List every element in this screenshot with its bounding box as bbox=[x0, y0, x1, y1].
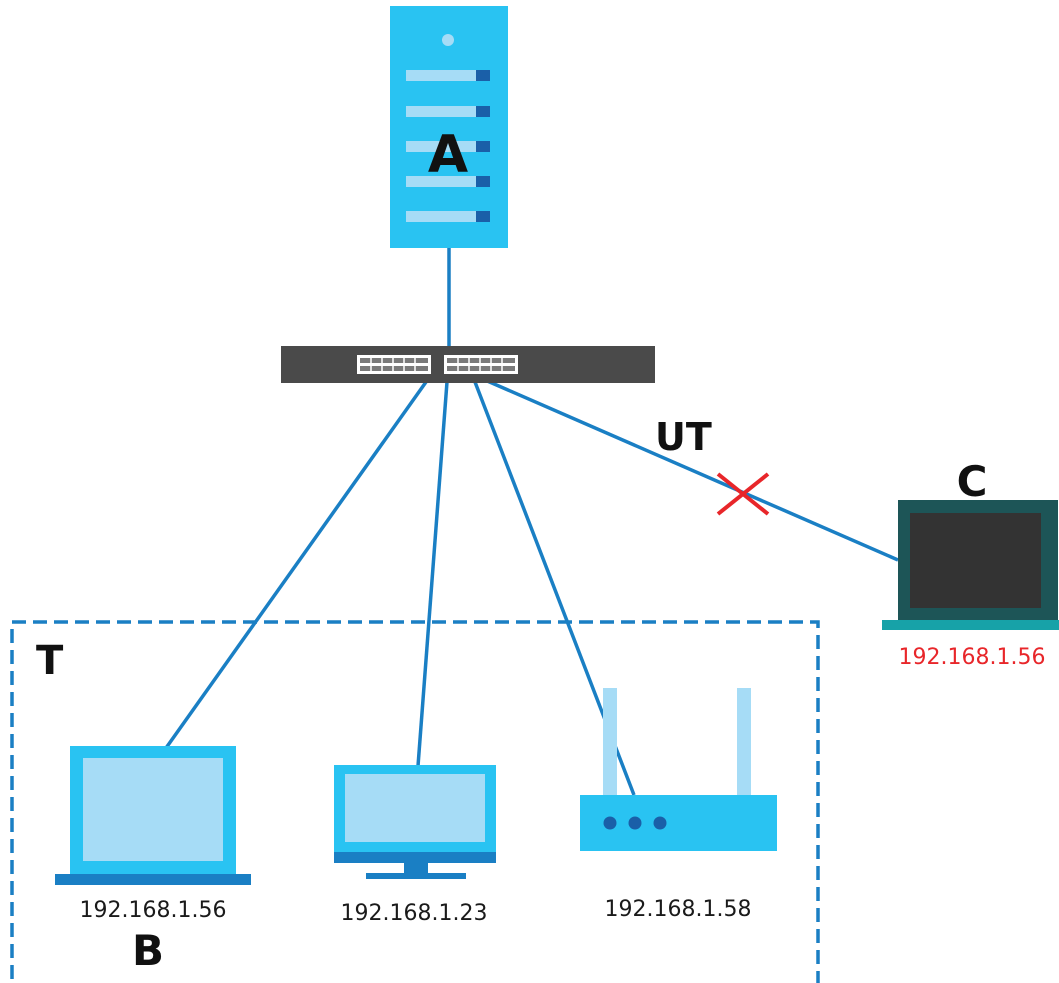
server-icon bbox=[390, 6, 508, 248]
monitor-ip: 192.168.1.23 bbox=[341, 901, 488, 926]
monitor-icon bbox=[334, 765, 496, 879]
router-ip: 192.168.1.58 bbox=[605, 897, 752, 922]
tagged-group-box bbox=[10, 620, 820, 983]
laptop-b-ip: 192.168.1.56 bbox=[80, 898, 227, 923]
untagged-label: UT bbox=[655, 415, 712, 459]
device-c-label: C bbox=[957, 457, 988, 506]
link-switch-laptop-c bbox=[484, 378, 899, 562]
switch-icon bbox=[281, 346, 655, 383]
laptop-icon bbox=[882, 500, 1059, 630]
device-b-label: B bbox=[132, 926, 164, 975]
tagged-group-label: T bbox=[36, 638, 64, 684]
connection-lines bbox=[164, 248, 899, 796]
router-icon bbox=[580, 688, 777, 851]
blocked-x-icon bbox=[716, 472, 770, 516]
link-switch-laptop-b bbox=[164, 380, 428, 750]
laptop-icon bbox=[55, 746, 251, 885]
server-label: A bbox=[428, 125, 468, 185]
laptop-c-ip: 192.168.1.56 bbox=[899, 645, 1046, 670]
link-switch-monitor bbox=[416, 381, 449, 767]
